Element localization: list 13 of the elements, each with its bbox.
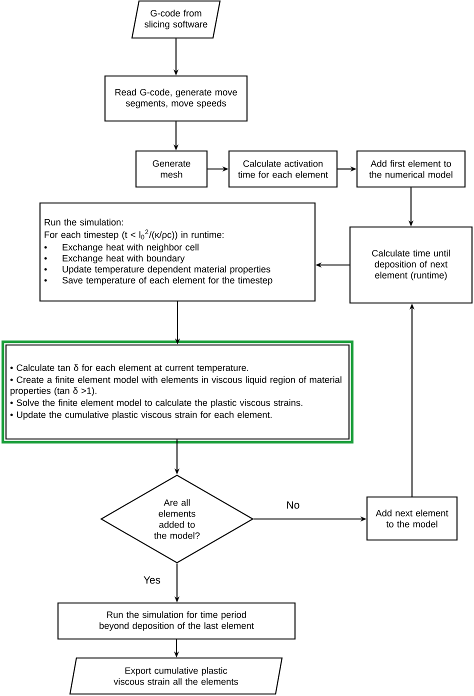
process-box: Add next element to the model bbox=[366, 496, 458, 541]
edge-label: Yes bbox=[142, 575, 162, 585]
process-box: Read G-code, generate move segments, move speeds bbox=[104, 75, 248, 122]
process-box: Run the simulation: For each timestep (t < l$_{0}$$^{2}$/(κ/ρc)) in runtime: • Exchange heat with neighbor cell • Exchange heat with boundary • Update temperature dependent material properties • Save temperature of each element for the timestep bbox=[39, 202, 316, 302]
process-box: Calculate time until deposition of next element (runtime) bbox=[349, 226, 473, 304]
input-parallelogram: G-code from slicing software bbox=[131, 0, 221, 39]
process-box: Run the simulation for time period beyond deposition of the last element bbox=[57, 602, 296, 640]
process-box: Generate mesh bbox=[135, 150, 208, 188]
process-box: Calculate activation time for each element bbox=[228, 150, 338, 188]
process-box: Add first element to the numerical model bbox=[356, 150, 466, 188]
highlighted-process-box: • Calculate tan δ for each element at current temperature. • Create a finite element model with elements in viscous liquid region of material properties (tan δ >1). • Solve the finite element model to calculate the plastic viscous strains. • Update the cumulative plastic viscous strain for each element. bbox=[2, 340, 354, 444]
output-parallelogram: Export cumulative plastic viscous strain all the elements bbox=[69, 657, 283, 695]
edge-label: No bbox=[285, 500, 301, 510]
